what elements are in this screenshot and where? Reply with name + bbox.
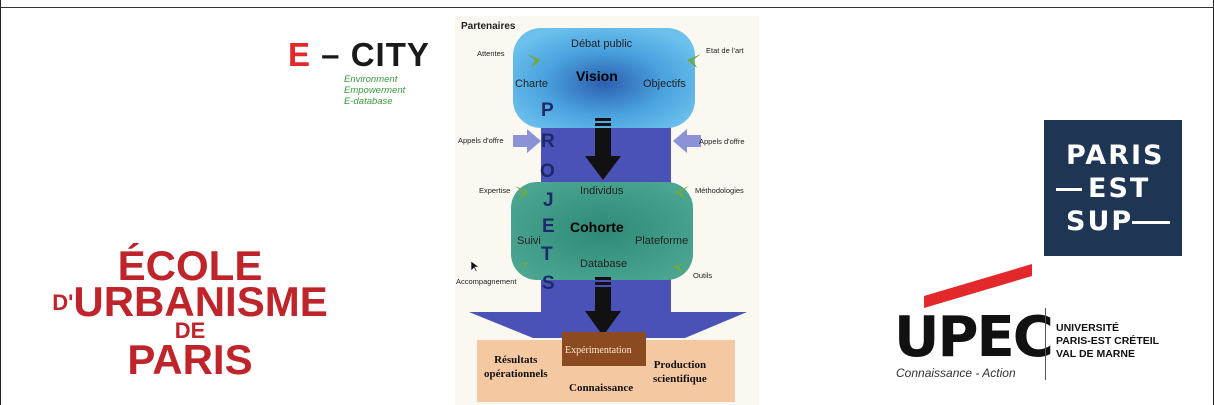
projets-letter: R: [541, 131, 555, 152]
label-expertise: Expertise: [479, 186, 511, 195]
vision-top-label: Débat public: [571, 38, 633, 50]
pes-line2: EST: [1088, 173, 1151, 204]
pes-line1: PARIS: [1066, 140, 1165, 171]
vision-title: Vision: [576, 68, 618, 84]
experimentation-label: Expérimentation: [565, 345, 632, 356]
upec-separator: [1045, 308, 1046, 380]
upec-uni-line: PARIS-EST CRÉTEIL: [1056, 335, 1160, 347]
ecity-e: E: [288, 36, 312, 73]
top-divider: [0, 7, 1214, 8]
ecole-line1: ÉCOLE: [117, 242, 263, 289]
label-accompagnement: Accompagnement: [456, 277, 517, 286]
ecole-line2-main: URBANISME: [73, 278, 328, 325]
ecity-subtitle-line: E-database: [344, 96, 393, 107]
vision-left-label: Charte: [515, 78, 549, 90]
arrow-cohorte-to-experimentation: [585, 277, 621, 336]
upec-red-stripe: [924, 264, 1032, 308]
resultats-line: Résultats: [494, 354, 538, 366]
production-label: Production scientifique: [653, 358, 707, 386]
connaissance-label: Connaissance: [569, 382, 634, 394]
mouse-cursor-icon: [470, 260, 480, 273]
cohorte-top-label: Individus: [580, 185, 624, 197]
upec-tagline: Connaissance - Action: [896, 366, 1016, 380]
cohorte-bubble: [511, 182, 693, 280]
diagram-graphics: [455, 16, 759, 405]
pes-line3: SUP: [1066, 206, 1134, 237]
projets-letter: E: [542, 216, 555, 237]
upec-wordmark: UPEC: [894, 305, 1054, 370]
appels-arrow-right: [673, 129, 701, 153]
vision-right-label: Objectifs: [643, 78, 686, 90]
upec-university-name: UNIVERSITÉ PARIS-EST CRÉTEIL VAL DE MARN…: [1056, 322, 1159, 361]
experimentation-box: [562, 332, 646, 366]
leaf-arrow-accompagnement: [513, 262, 529, 272]
ecole-line2-prefix: D': [52, 290, 74, 315]
projets-letter: T: [541, 244, 553, 265]
vision-bubble: [513, 28, 695, 128]
leaf-arrow-attentes: [527, 54, 541, 68]
ecole-line4: PARIS: [127, 336, 253, 383]
projets-letter: O: [540, 161, 555, 182]
label-methodologies: Méthodologies: [695, 186, 744, 195]
leaf-arrow-methodologies: [675, 186, 689, 200]
resultats-label: Résultats opérationnels: [484, 353, 548, 381]
ecity-title: E – CITY: [288, 38, 448, 71]
leaf-arrow-expertise: [515, 186, 529, 200]
cohorte-right-label: Plateforme: [635, 235, 689, 247]
label-etat-art: Etat de l'art: [706, 46, 744, 55]
production-line: Production: [653, 359, 707, 371]
label-appels-left: Appels d'offre: [458, 136, 504, 145]
projets-letter: J: [543, 190, 554, 211]
pes-dash-left: [1056, 188, 1082, 191]
ecity-dash: –: [311, 36, 351, 73]
arrow-vision-to-cohorte: [585, 118, 621, 180]
ecole-line3: DE: [174, 318, 206, 343]
ecity-subtitle-line: Empowerment: [344, 85, 406, 96]
paris-est-sup-logo: PARIS EST SUP: [1044, 120, 1182, 256]
resultats-line: opérationnels: [484, 368, 548, 380]
projets-letter: P: [541, 100, 554, 121]
appels-arrow-left: [513, 129, 541, 153]
projets-diagram: Partenaires Débat public Vision Charte O…: [455, 16, 759, 405]
ecole-urbanisme-logo: ÉCOLE D'URBANISME DE PARIS: [40, 242, 340, 383]
upec-uni-line: UNIVERSITÉ: [1056, 322, 1120, 334]
partenaires-label: Partenaires: [461, 21, 516, 32]
upec-uni-line: VAL DE MARNE: [1056, 348, 1135, 360]
label-appels-right: Appels d'offre: [699, 137, 745, 146]
leaf-arrow-outils: [673, 262, 689, 274]
production-line: scientifique: [653, 373, 707, 385]
ecole-line2: D'URBANISME: [40, 281, 340, 323]
upec-logo: UPEC Connaissance - Action UNIVERSITÉ PA…: [890, 262, 1190, 382]
label-outils: Outils: [693, 271, 713, 280]
label-attentes: Attentes: [477, 49, 505, 58]
pes-dash-right: [1132, 221, 1170, 224]
cohorte-left-label: Suivi: [517, 235, 541, 247]
leaf-arrow-etat-art: [687, 54, 701, 68]
projets-letter: S: [542, 273, 555, 294]
ecity-logo: E – CITY Environment Empowerment E-datab…: [288, 38, 448, 107]
ecity-city: CITY: [350, 36, 430, 73]
cohorte-title: Cohorte: [570, 219, 624, 235]
ecity-subtitle: Environment Empowerment E-database: [344, 74, 448, 107]
cohorte-bottom-label: Database: [580, 258, 628, 270]
ecity-subtitle-line: Environment: [344, 74, 398, 85]
